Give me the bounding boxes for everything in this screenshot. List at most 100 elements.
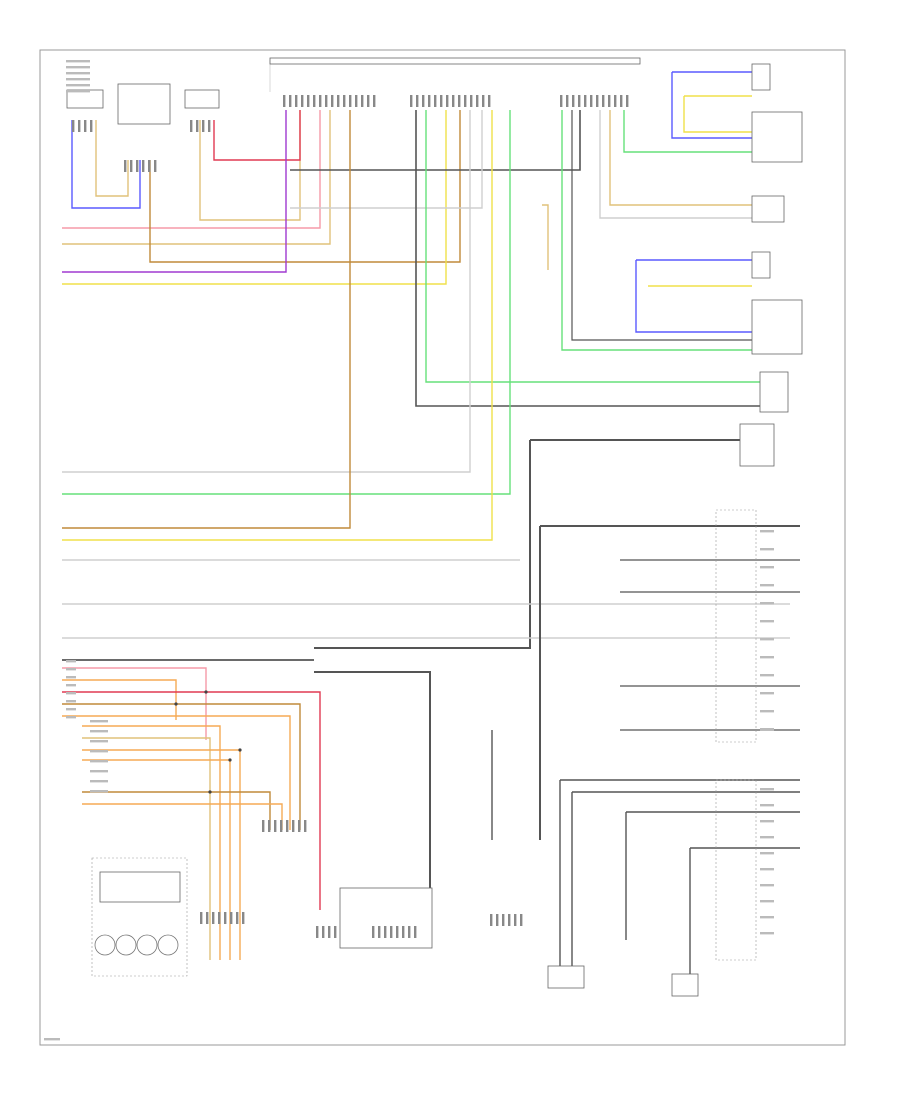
connector-pin [608,95,611,107]
wire-label-mark [90,760,108,763]
connector-pin [262,820,265,832]
connector-pin [328,926,331,938]
wire-label-mark [760,728,774,731]
wire-blue-19 [635,260,752,333]
wire-label-mark [760,932,774,935]
wire-black-9 [290,110,581,171]
connector-pin [322,926,325,938]
wire-label-mark [66,708,76,711]
wire-tan-1 [95,120,129,197]
connector-pin [602,95,605,107]
connector-pin [130,160,133,172]
connector-pin [196,120,199,132]
wire-label-mark [760,836,774,839]
antenna-module [339,887,433,949]
wire-pink-4 [62,110,321,229]
left-front-tweeter [751,63,771,91]
wire-red-54 [62,691,321,910]
wire-blue-0 [71,120,141,209]
wire-black-24 [415,110,760,407]
wire-label-mark [760,530,774,533]
wire-label-mark [66,668,76,671]
wire-brown-30 [62,110,351,529]
wire-label-mark [66,90,90,93]
wire-brown-6 [149,110,461,263]
connector-pin [408,926,411,938]
wire-green-15 [623,110,752,153]
wire-label-mark [760,868,774,871]
connector-pin [190,120,193,132]
splice-dot [204,690,208,694]
wire-label-mark [66,660,76,663]
connector-pin [268,820,271,832]
wire-label-mark [760,584,774,587]
connector-pin [490,914,493,926]
connector-pin [614,95,617,107]
wire-label-mark [760,788,774,791]
wire-label-mark [66,78,90,81]
wire-blue-12 [671,72,752,139]
connector-pin [230,912,233,924]
connector-pin [452,95,455,107]
connector-pin [148,160,151,172]
connector-pin [402,926,405,938]
rear-trunk-radio-amplifier [117,83,171,125]
wire-label-mark [760,548,774,551]
connector-pin [502,914,505,926]
connector-pin [390,926,393,938]
wire-yellow-31 [62,110,493,541]
connector-pin [355,95,358,107]
wire-label-mark [66,84,90,87]
connector-pin [242,912,245,924]
connector-pin [292,820,295,832]
left-trunk-tweeter [66,89,104,109]
wire-orange-53 [62,679,177,720]
connector-pin [440,95,443,107]
wire-black-51 [314,671,431,910]
wire-label-mark [90,740,108,743]
connector-pin [286,820,289,832]
right-connector-outline [715,509,757,743]
connector-pin [626,95,629,107]
wire-orange-57 [82,725,221,960]
left-trunk-connector [547,965,585,989]
wire-label-mark [90,730,108,733]
connector-pin [476,95,479,107]
connector-pin [72,120,75,132]
connector-pin [361,95,364,107]
wire-label-mark [760,804,774,807]
wire-label-mark [760,602,774,605]
connector-pin [422,95,425,107]
wire-gray-16 [599,110,752,219]
left-front-door-speaker [751,111,803,163]
wire-orange-62 [82,803,283,830]
wire-gray-28 [62,110,471,473]
wire-label-mark [66,60,90,63]
connector-pin [620,95,623,107]
connector-pin [337,95,340,107]
connector-pin [307,95,310,107]
connector-pin [349,95,352,107]
connector-pin [508,914,511,926]
connector-pin [578,95,581,107]
right-front-tweeter [751,251,771,279]
connector-pin [514,914,517,926]
connector-pin [464,95,467,107]
top-bus-bar [269,57,641,65]
wire-label-mark [90,780,108,783]
splice-dot [208,790,212,794]
wire-brown-55 [62,703,301,830]
wire-brown-61 [82,791,271,830]
connector-pin [396,926,399,938]
wire-layer [62,60,800,974]
front-speaker-panel [99,871,181,903]
speaker-cone [115,934,137,956]
connector-pin [325,95,328,107]
connector-pin [212,912,215,924]
connector-pin [566,95,569,107]
connector-pin [343,95,346,107]
wire-label-mark [760,884,774,887]
connector-pin [224,912,227,924]
connector-pin [482,95,485,107]
